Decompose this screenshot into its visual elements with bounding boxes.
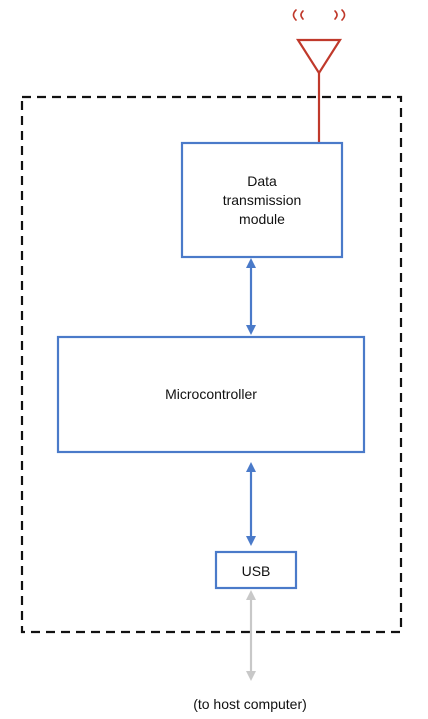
radio-waves-icon xyxy=(292,9,346,21)
device-boundary xyxy=(20,95,403,634)
microcontroller-label: Microcontroller xyxy=(165,386,257,402)
radio-module-box xyxy=(180,141,344,259)
radio-module-label-line1: Data xyxy=(247,173,277,189)
antenna-icon xyxy=(295,38,343,143)
microcontroller-box xyxy=(56,335,366,454)
radio-module-label: Data transmission module xyxy=(182,172,342,229)
usb-label: USB xyxy=(241,563,271,579)
usb-box xyxy=(214,550,298,590)
radio-module-label-line3: module xyxy=(239,211,285,227)
host-computer-label: (to host computer) xyxy=(193,696,307,712)
radio-module-label-line2: transmission xyxy=(222,192,302,208)
